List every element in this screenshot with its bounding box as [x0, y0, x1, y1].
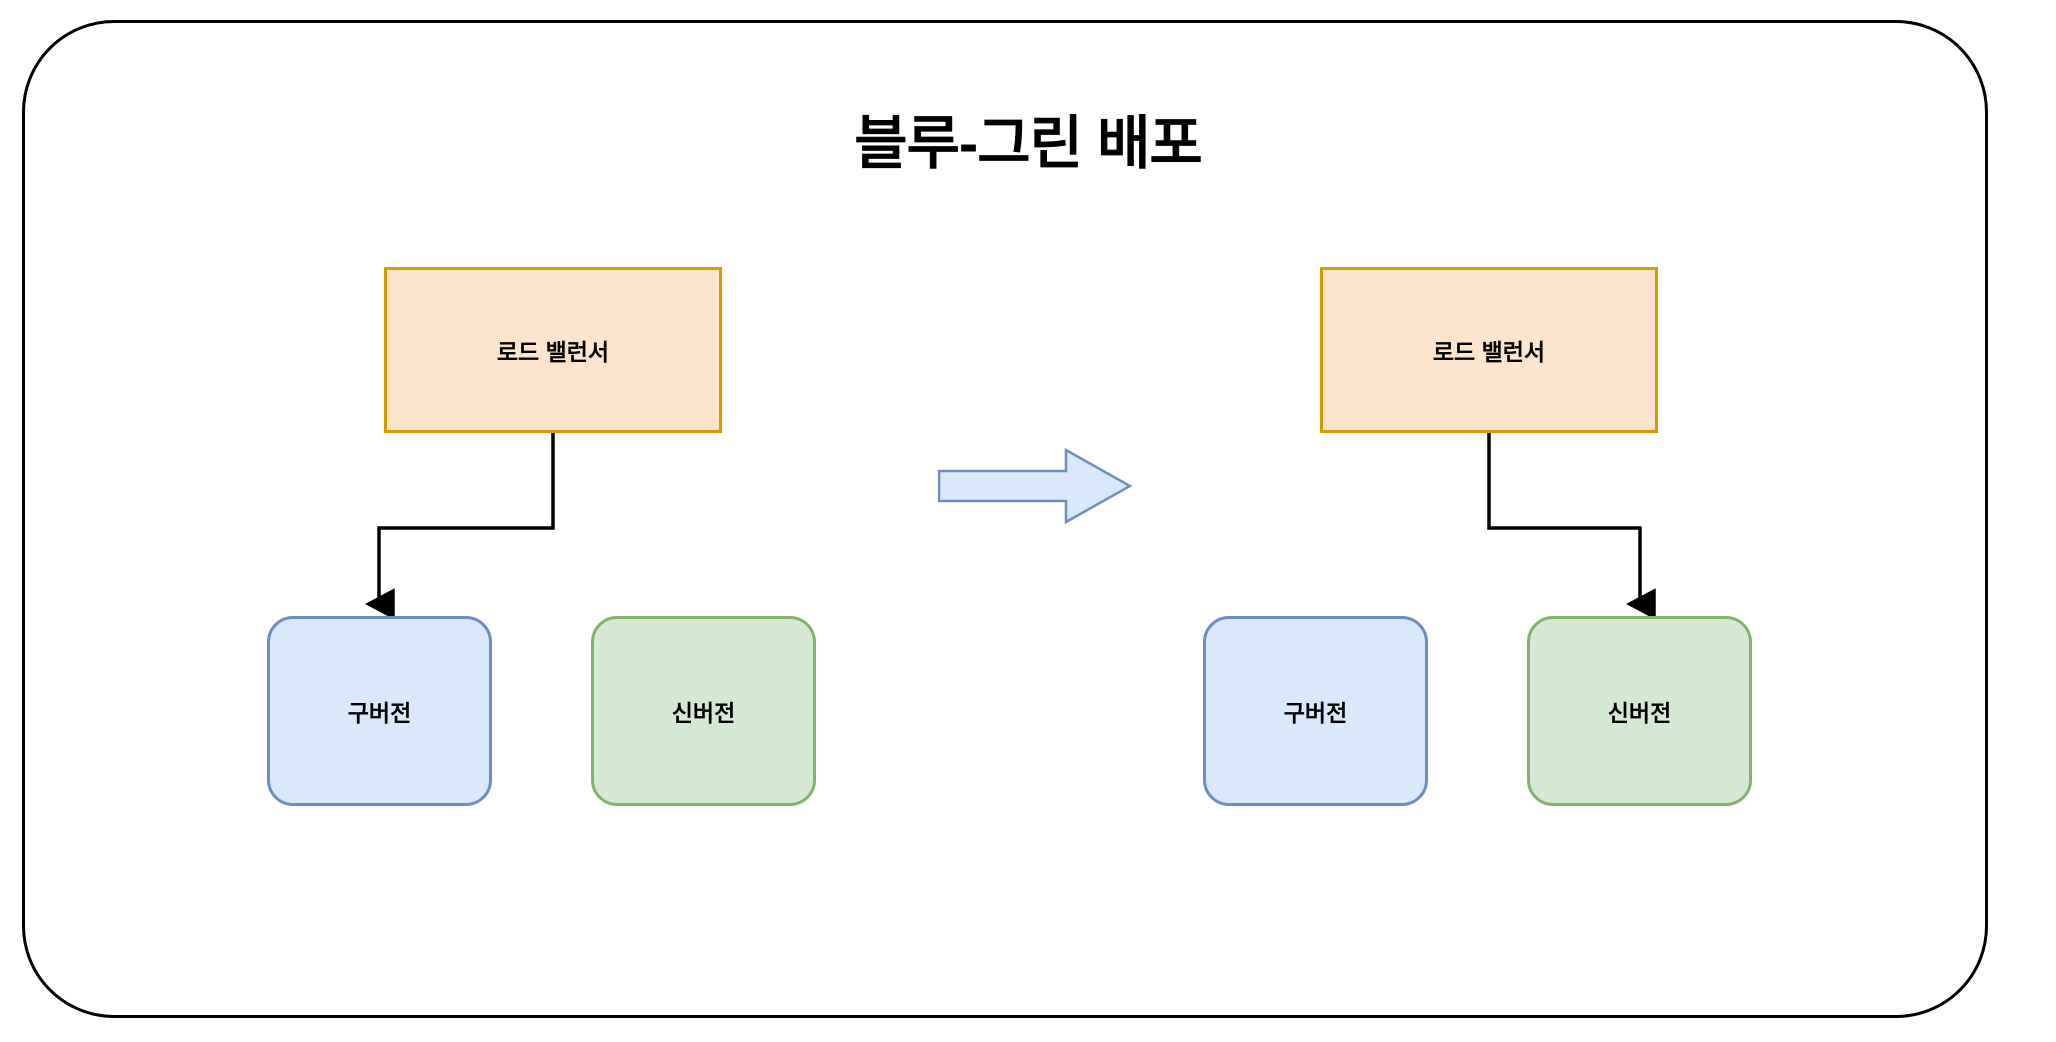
old-version-before[interactable]: 구버전	[267, 616, 492, 806]
diagram-frame	[22, 20, 1988, 1018]
load-balancer-before-label: 로드 밸런서	[496, 339, 610, 365]
load-balancer-after-label: 로드 밸런서	[1432, 339, 1546, 365]
new-version-after-label: 신버전	[1607, 700, 1672, 726]
block-arrow-right-icon	[938, 448, 1132, 524]
old-version-after-label: 구버전	[1283, 700, 1348, 726]
old-version-before-label: 구버전	[347, 700, 412, 726]
page-title: 블루-그린 배포	[854, 111, 1203, 176]
old-version-after[interactable]: 구버전	[1203, 616, 1428, 806]
new-version-before-label: 신버전	[671, 700, 736, 726]
load-balancer-before[interactable]: 로드 밸런서	[384, 267, 722, 433]
new-version-before[interactable]: 신버전	[591, 616, 816, 806]
load-balancer-after[interactable]: 로드 밸런서	[1320, 267, 1658, 433]
new-version-after[interactable]: 신버전	[1527, 616, 1752, 806]
